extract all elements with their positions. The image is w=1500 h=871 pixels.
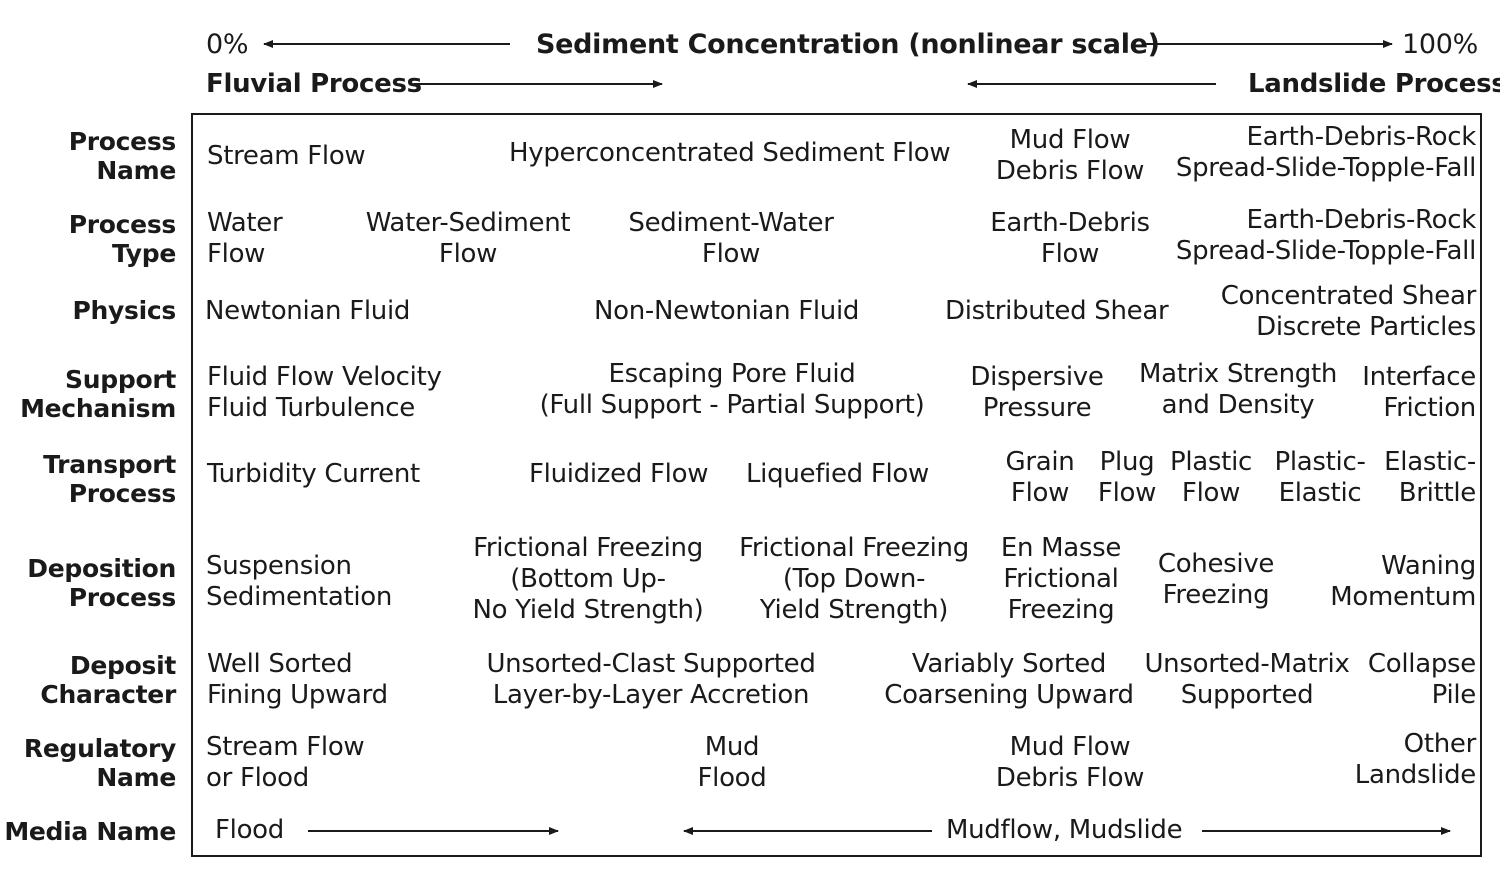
row-label-media-name: Media Name	[4, 817, 176, 846]
row-label-process-type: Process Type	[68, 210, 177, 268]
transport-elastic-brittle: Elastic- Brittle	[1384, 447, 1476, 508]
regulatory-mud-debris-flow: Mud Flow Debris Flow	[995, 732, 1145, 793]
support-matrix-strength: Matrix Strength and Density	[1138, 359, 1338, 420]
process-name-landslide-types: Earth-Debris-Rock Spread-Slide-Topple-Fa…	[1175, 122, 1476, 183]
support-escaping-pore-fluid: Escaping Pore Fluid (Full Support - Part…	[539, 359, 925, 420]
physics-newtonian-fluid: Newtonian Fluid	[205, 296, 411, 326]
physics-concentrated-shear: Concentrated Shear Discrete Particles	[1220, 281, 1477, 342]
deposit-collapse-pile: Collapse Pile	[1367, 649, 1476, 710]
deposition-cohesive-freezing: Cohesive Freezing	[1157, 549, 1275, 610]
deposit-variably-sorted: Variably Sorted Coarsening Upward	[884, 649, 1134, 710]
process-type-landslide-types: Earth-Debris-Rock Spread-Slide-Topple-Fa…	[1175, 205, 1476, 266]
concentration-max-label: 100%	[1402, 29, 1478, 60]
concentration-min-label: 0%	[206, 29, 249, 60]
transport-fluidized-flow: Fluidized Flow	[529, 459, 709, 489]
row-label-regulatory-name: Regulatory Name	[23, 734, 176, 792]
support-interface-friction: Interface Friction	[1362, 362, 1476, 423]
deposit-unsorted-clast-supported: Unsorted-Clast Supported Layer-by-Layer …	[486, 649, 816, 710]
row-label-physics: Physics	[72, 296, 177, 325]
row-label-support-mechanism: Support Mechanism	[20, 365, 176, 423]
regulatory-stream-flow-or-flood: Stream Flow or Flood	[206, 732, 365, 793]
process-type-earth-debris-flow: Earth-Debris Flow	[990, 208, 1150, 269]
regulatory-mud-flood: Mud Flood	[697, 732, 767, 793]
physics-non-newtonian-fluid: Non-Newtonian Fluid	[594, 296, 860, 326]
support-fluid-flow-velocity: Fluid Flow Velocity Fluid Turbulence	[207, 362, 442, 423]
deposition-en-masse-frictional-freezing: En Masse Frictional Freezing	[1000, 533, 1122, 625]
deposit-unsorted-matrix-supported: Unsorted-Matrix Supported	[1144, 649, 1350, 710]
deposition-frictional-freezing-top-down: Frictional Freezing (Top Down- Yield Str…	[739, 533, 969, 625]
landslide-process-label: Landslide Process	[1248, 69, 1500, 99]
deposition-waning-momentum: Waning Momentum	[1330, 551, 1476, 612]
transport-turbidity-current: Turbidity Current	[207, 459, 420, 489]
transport-plastic-flow: Plastic Flow	[1170, 447, 1252, 508]
process-name-hyperconcentrated: Hyperconcentrated Sediment Flow	[509, 138, 951, 168]
row-label-transport-process: Transport Process	[43, 450, 176, 508]
process-name-mud-debris-flow: Mud Flow Debris Flow	[995, 125, 1145, 186]
media-mudflow-mudslide: Mudflow, Mudslide	[946, 815, 1183, 845]
transport-grain-flow: Grain Flow	[1005, 447, 1075, 508]
diagram-frame	[191, 113, 1482, 857]
support-dispersive-pressure: Dispersive Pressure	[970, 362, 1104, 423]
row-label-deposit-character: Deposit Character	[40, 651, 176, 709]
process-type-water-flow: Water Flow	[207, 208, 283, 269]
media-flood: Flood	[215, 815, 284, 845]
process-type-sediment-water-flow: Sediment-Water Flow	[628, 208, 834, 269]
transport-plastic-elastic: Plastic- Elastic	[1274, 447, 1366, 508]
deposit-well-sorted: Well Sorted Fining Upward	[207, 649, 388, 710]
physics-distributed-shear: Distributed Shear	[945, 296, 1169, 326]
row-label-process-name: Process Name	[68, 127, 177, 185]
transport-liquefied-flow: Liquefied Flow	[746, 459, 929, 489]
deposition-suspension-sedimentation: Suspension Sedimentation	[206, 551, 393, 612]
diagram-title: Sediment Concentration (nonlinear scale)	[536, 29, 1160, 60]
regulatory-other-landslide: Other Landslide	[1354, 729, 1477, 790]
fluvial-process-label: Fluvial Process	[206, 69, 422, 99]
process-type-water-sediment-flow: Water-Sediment Flow	[365, 208, 571, 269]
process-name-stream-flow: Stream Flow	[207, 141, 366, 171]
row-label-deposition-process: Deposition Process	[27, 554, 176, 612]
deposition-frictional-freezing-bottom-up: Frictional Freezing (Bottom Up- No Yield…	[472, 533, 704, 625]
transport-plug-flow: Plug Flow	[1097, 447, 1157, 508]
